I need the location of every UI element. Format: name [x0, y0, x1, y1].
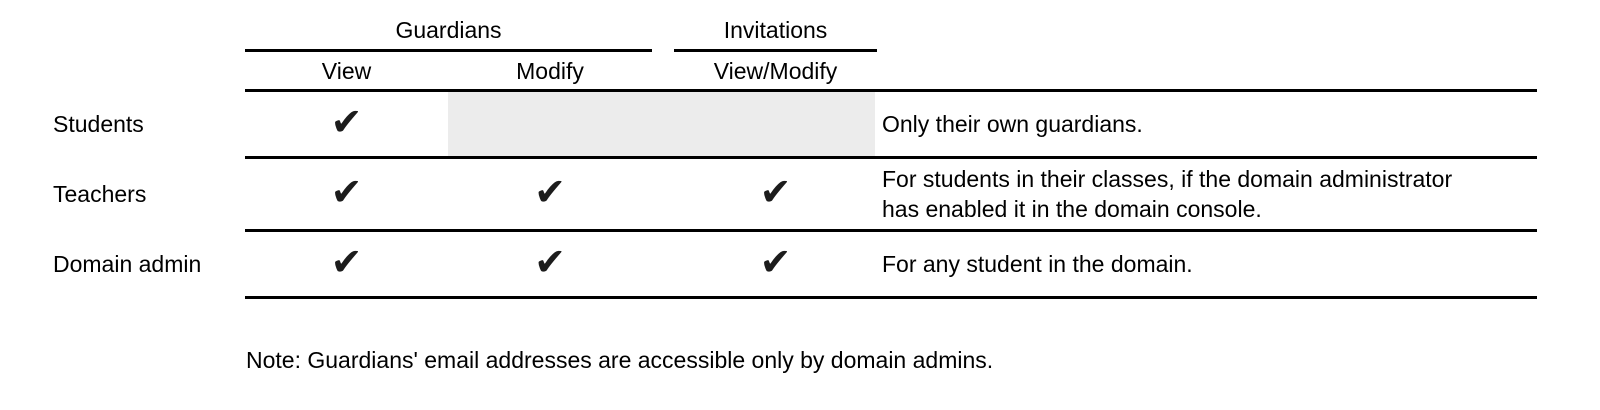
column-header-modify: Modify [516, 58, 584, 84]
check-icon: ✔ [759, 170, 792, 214]
cell-students-guardians-modify [448, 92, 652, 156]
cell-teachers-guardians-modify: ✔ [448, 159, 652, 229]
cell-students-invitations-view-modify [674, 92, 877, 156]
row-label: Students [53, 110, 144, 137]
cell-admin-invitations-view-modify: ✔ [674, 232, 877, 296]
check-icon: ✔ [759, 240, 792, 284]
column-header-view: View [321, 58, 372, 84]
column-header-view-modify: View/Modify [713, 58, 838, 84]
guardians-underline [245, 49, 652, 52]
disabled-cells-shade [448, 92, 875, 156]
check-icon: ✔ [534, 240, 566, 284]
header-rule [245, 89, 1537, 92]
check-icon: ✔ [534, 170, 566, 214]
check-icon: ✔ [330, 170, 363, 214]
group-header-guardians: Guardians [395, 17, 502, 43]
row-label: Domain admin [53, 250, 202, 277]
cell-teachers-guardians-view: ✔ [245, 159, 448, 229]
cell-teachers-invitations-view-modify: ✔ [674, 159, 877, 229]
footnote: Note: Guardians' email addresses are acc… [246, 347, 994, 373]
group-header-invitations: Invitations [723, 17, 828, 43]
cell-students-guardians-view: ✔ [245, 92, 448, 156]
check-icon: ✔ [330, 100, 363, 144]
row-note: Only their own guardians. [882, 111, 1143, 137]
row-note: For students in their classes, if the do… [882, 166, 1453, 222]
row-rule [245, 296, 1537, 299]
row-rule [245, 156, 1537, 159]
invitations-underline [674, 49, 877, 52]
check-icon: ✔ [330, 240, 363, 284]
cell-admin-guardians-modify: ✔ [448, 232, 652, 296]
cell-admin-guardians-view: ✔ [245, 232, 448, 296]
row-note: For any student in the domain. [882, 251, 1193, 277]
row-rule [245, 229, 1537, 232]
row-label: Teachers [53, 180, 147, 207]
